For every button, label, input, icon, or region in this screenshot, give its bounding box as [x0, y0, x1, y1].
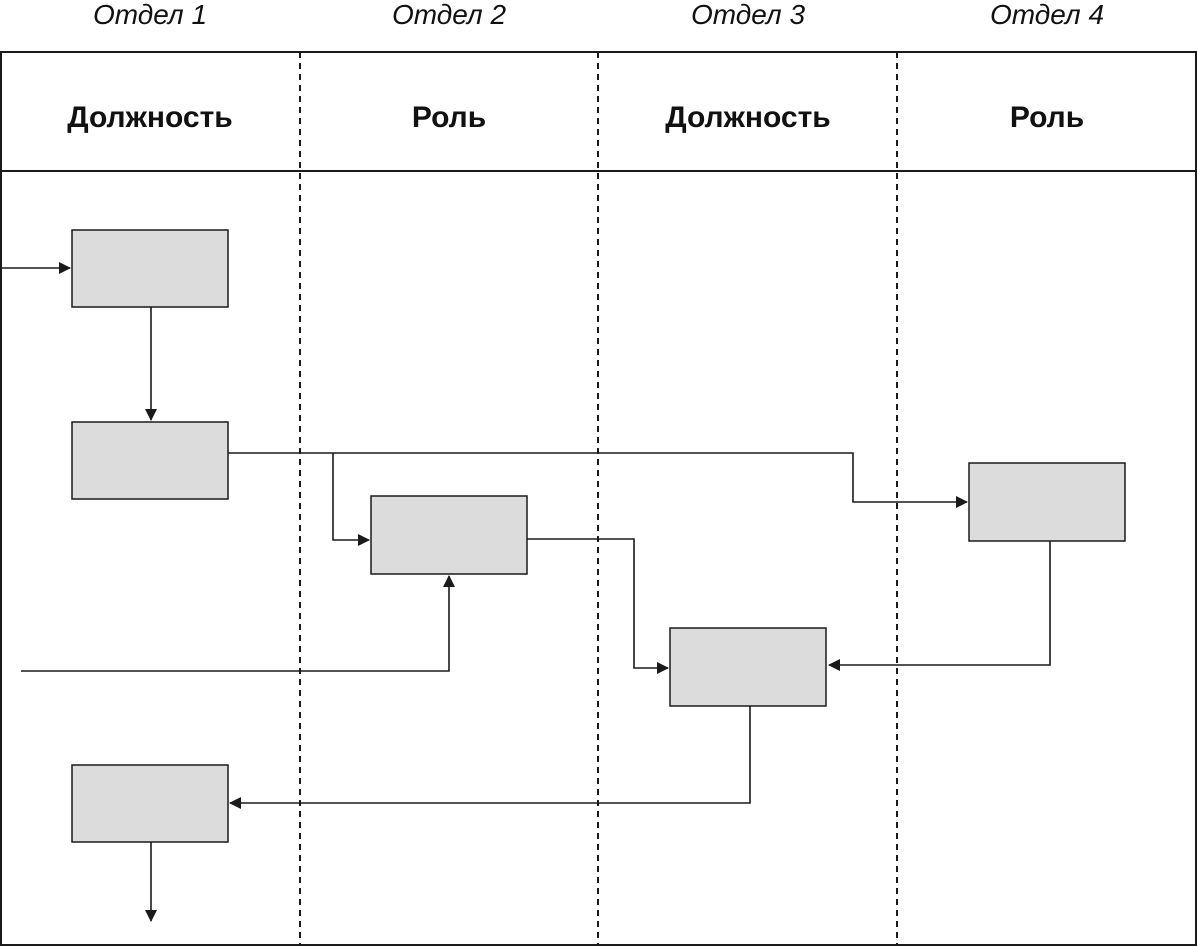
flow-arrow-lane2-to-lane3 [527, 538, 669, 674]
process-box-2 [71, 421, 229, 500]
process-box-4 [968, 462, 1126, 542]
department-3-label: Отдел 3 [691, 0, 805, 30]
process-box-5 [669, 627, 827, 707]
lane-1-header: Должность [67, 101, 233, 134]
flow-arrow-2-to-lane4 [228, 452, 968, 508]
process-box-3 [370, 495, 528, 575]
lane-3-header: Должность [665, 101, 831, 134]
external-input-arrow [21, 575, 455, 672]
process-box-1 [71, 229, 229, 308]
department-1-label: Отдел 1 [93, 0, 207, 30]
department-4-label: Отдел 4 [990, 0, 1104, 30]
lane-4-header: Роль [1010, 101, 1084, 134]
flow-arrow-lane4-to-lane3 [828, 541, 1051, 671]
process-box-6 [71, 764, 229, 843]
flow-arrow-branch-to-lane2 [332, 453, 370, 546]
department-2-label: Отдел 2 [392, 0, 506, 30]
flow-arrow-lane3-to-lane1 [229, 706, 751, 809]
lane-2-header: Роль [412, 101, 486, 134]
